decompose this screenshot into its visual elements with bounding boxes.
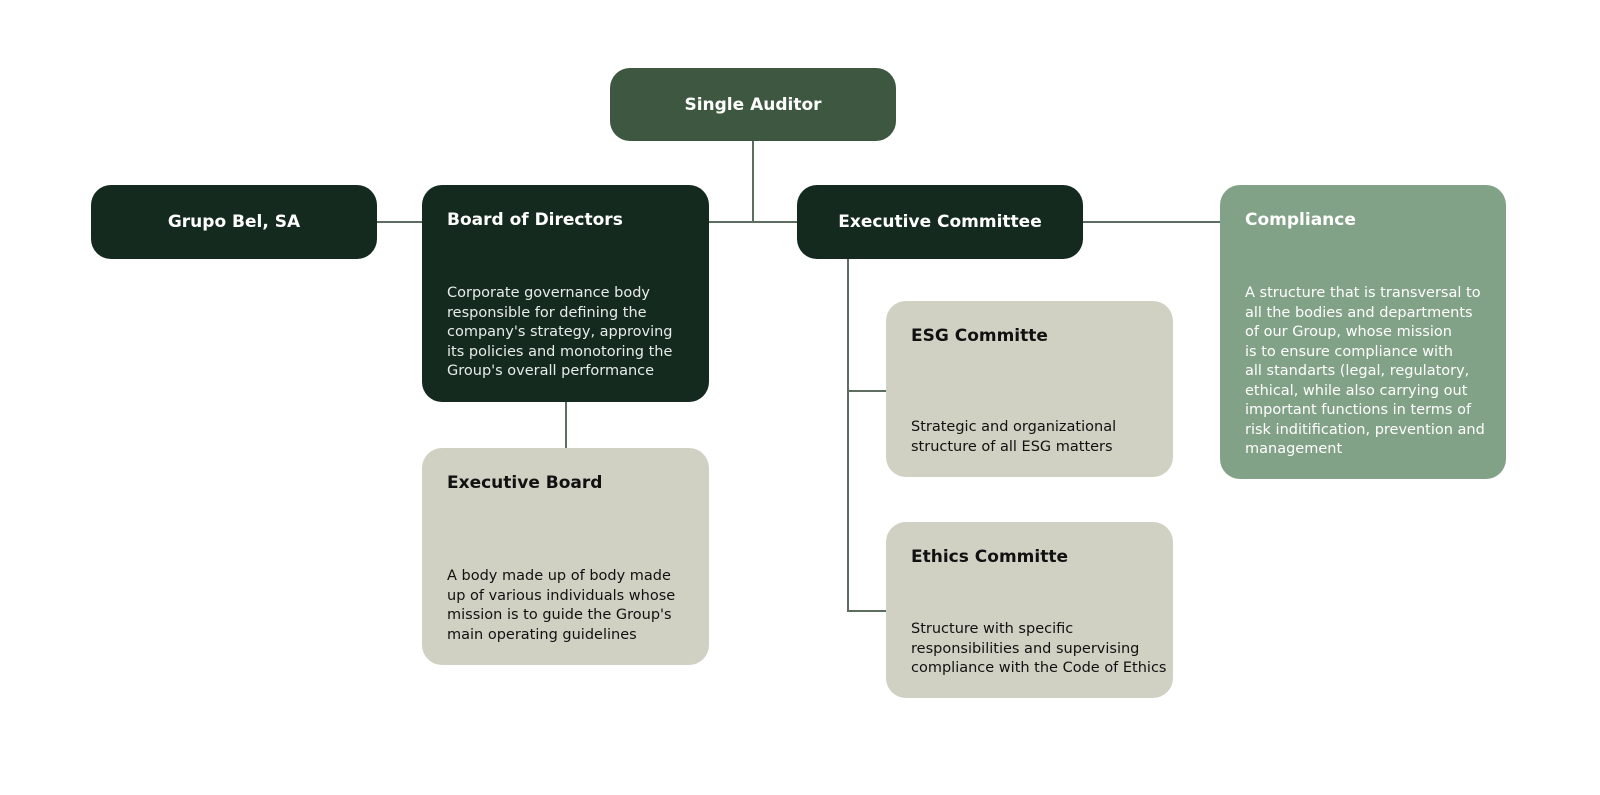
desc-line: mission is to guide the Group's: [447, 607, 672, 623]
desc-line: all standarts (legal, regulatory,: [1245, 363, 1470, 379]
desc-line: its policies and monotoring the: [447, 343, 673, 360]
connector: [565, 402, 567, 448]
desc-line: main operating guidelines: [447, 626, 637, 643]
desc-line: Strategic and organizational: [911, 419, 1117, 435]
grupo-bel-node: Grupo Bel, SA: [91, 185, 377, 259]
desc-line: Corporate governance body: [447, 285, 651, 301]
node-title: Board of Directors: [447, 210, 623, 230]
node-title: Ethics Committe: [911, 547, 1068, 567]
desc-line: structure of all ESG matters: [911, 438, 1113, 455]
board-of-directors-node: Board of Directors Corporate governance …: [422, 185, 709, 402]
desc-line: risk inditification, prevention and: [1245, 421, 1485, 438]
desc-line: is to ensure compliance with: [1245, 343, 1453, 360]
desc-line: of our Group, whose mission: [1245, 324, 1452, 340]
desc-line: company's strategy, approving: [447, 324, 673, 340]
connector: [847, 259, 849, 611]
compliance-node: Compliance A structure that is transvers…: [1220, 185, 1506, 479]
node-description: Corporate governance body responsible for…: [447, 284, 673, 382]
node-title: Compliance: [1245, 210, 1356, 230]
desc-line: responsible for defining the: [447, 304, 647, 321]
desc-line: Group's overall performance: [447, 363, 655, 379]
executive-board-node: Executive Board A body made up of body m…: [422, 448, 709, 665]
single-auditor-node: Single Auditor: [610, 68, 896, 141]
desc-line: management: [1245, 441, 1343, 457]
connector: [847, 610, 886, 612]
node-description: Strategic and organizational structure of…: [911, 418, 1116, 457]
desc-line: up of various individuals whose: [447, 587, 676, 604]
desc-line: all the bodies and departments: [1245, 304, 1473, 321]
desc-line: ethical, while also carrying out: [1245, 382, 1468, 399]
desc-line: A body made up of body made: [447, 568, 671, 584]
node-title: Executive Board: [447, 473, 603, 493]
esg-committee-node: ESG Committe Strategic and organizationa…: [886, 301, 1173, 477]
node-description: A structure that is transversal to all th…: [1245, 284, 1485, 460]
connector: [847, 390, 886, 392]
executive-committee-node: Executive Committee: [797, 185, 1083, 259]
desc-line: Structure with specific: [911, 621, 1074, 637]
desc-line: A structure that is transversal to: [1245, 285, 1481, 301]
ethics-committee-node: Ethics Committe Structure with specific r…: [886, 522, 1173, 698]
desc-line: responsibilities and supervising: [911, 640, 1140, 657]
node-title: Executive Committee: [838, 212, 1042, 232]
node-title: Grupo Bel, SA: [167, 212, 301, 232]
node-title: ESG Committe: [911, 326, 1048, 346]
desc-line: compliance with the Code of Ethics: [911, 660, 1167, 676]
node-title: Single Auditor: [684, 94, 822, 115]
connector: [752, 141, 754, 222]
node-description: Structure with specific responsibilities …: [911, 620, 1167, 679]
node-description: A body made up of body made up of various…: [447, 567, 675, 645]
desc-line: important functions in terms of: [1245, 402, 1472, 418]
